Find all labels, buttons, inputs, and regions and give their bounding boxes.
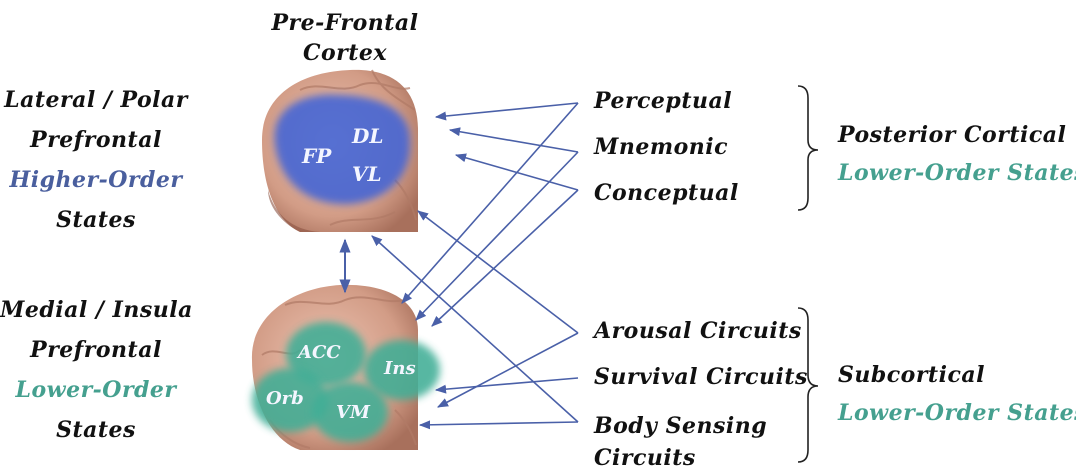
input-survival: Survival Circuits: [594, 366, 808, 388]
subcortical-line1: Subcortical: [838, 356, 1076, 394]
lateral-line2: Prefrontal: [0, 120, 192, 160]
region-ins: Ins: [384, 360, 416, 378]
region-vm: VM: [336, 404, 370, 422]
title-line1: Pre-Frontal: [260, 8, 430, 38]
subcortical-lower-order: Lower-Order States: [838, 394, 1076, 432]
diagram-title: Pre-Frontal Cortex: [260, 8, 430, 68]
posterior-cortical-label: Posterior Cortical Lower-Order States: [838, 116, 1076, 192]
lower-order-label-left: Lower-Order: [0, 370, 192, 410]
input-arousal: Arousal Circuits: [594, 320, 802, 342]
input-body-sensing: Body Sensing Circuits: [594, 410, 767, 474]
input-mnemonic: Mnemonic: [594, 136, 728, 158]
subcortical-label: Subcortical Lower-Order States: [838, 356, 1076, 432]
higher-order-label: Higher-Order: [0, 160, 192, 200]
upper-brain-image: [262, 70, 418, 232]
region-vl: VL: [352, 164, 382, 184]
body-sensing-line1: Body Sensing: [594, 410, 767, 442]
lateral-polar-label: Lateral / Polar Prefrontal Higher-Order …: [0, 80, 192, 240]
medial-line4: States: [0, 410, 192, 450]
medial-insula-label: Medial / Insula Prefrontal Lower-Order S…: [0, 290, 192, 450]
input-perceptual: Perceptual: [594, 90, 732, 112]
input-conceptual: Conceptual: [594, 182, 739, 204]
region-orb: Orb: [266, 390, 304, 408]
posterior-brace: [798, 86, 818, 210]
posterior-line1: Posterior Cortical: [838, 116, 1076, 154]
region-acc: ACC: [298, 344, 341, 362]
posterior-arrows: [402, 103, 578, 326]
region-fp: FP: [302, 146, 331, 166]
lateral-line4: States: [0, 200, 192, 240]
title-line2: Cortex: [260, 38, 430, 68]
region-dl: DL: [352, 126, 383, 146]
medial-line1: Medial / Insula: [0, 290, 192, 330]
medial-line2: Prefrontal: [0, 330, 192, 370]
body-sensing-line2: Circuits: [594, 442, 767, 474]
posterior-lower-order: Lower-Order States: [838, 154, 1076, 192]
lateral-line1: Lateral / Polar: [0, 80, 192, 120]
